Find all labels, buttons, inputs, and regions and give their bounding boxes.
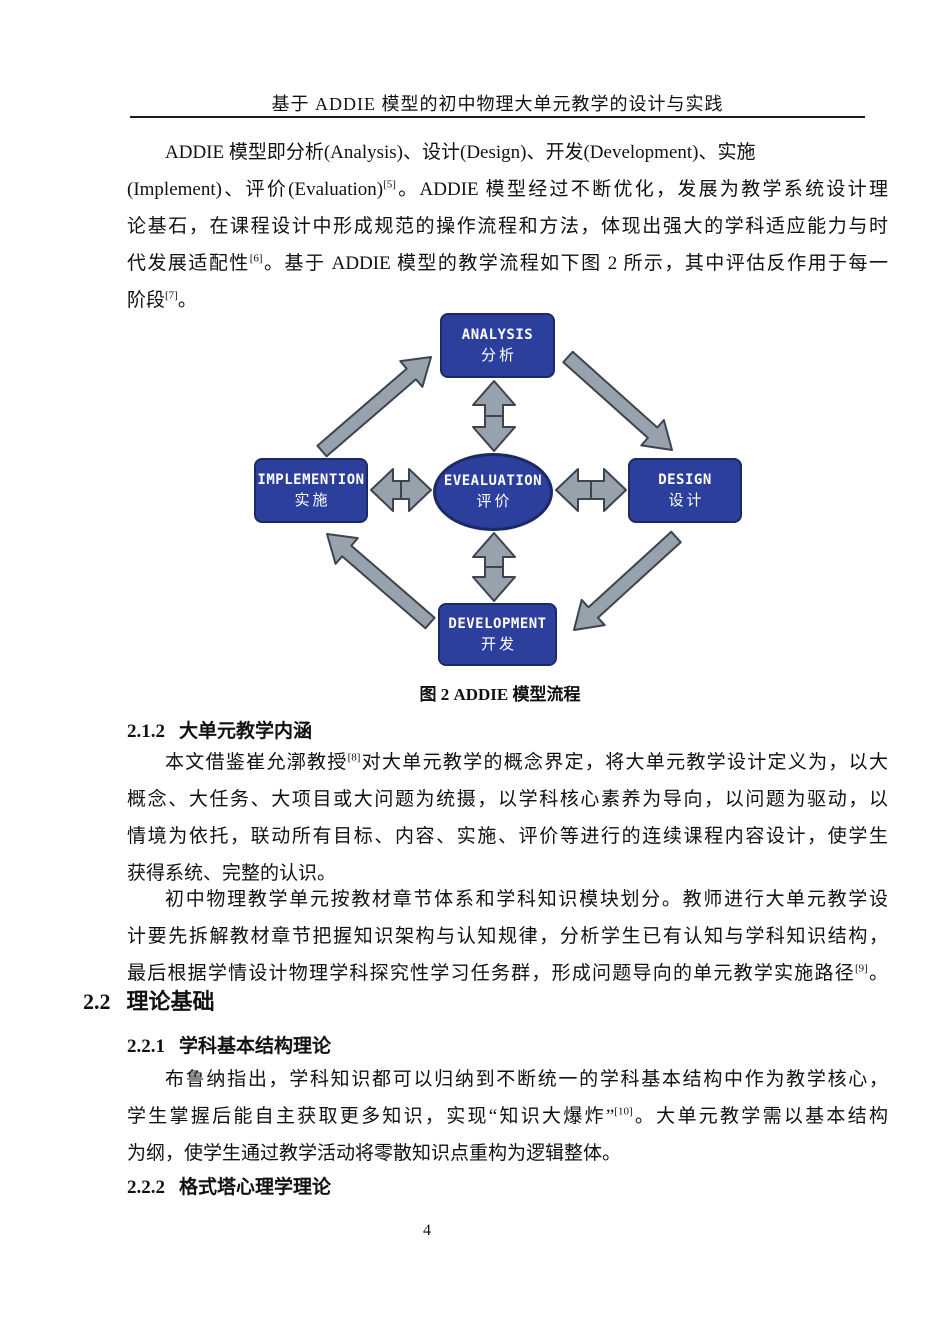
section-heading-2-2: 2.2 理论基础	[83, 984, 215, 1016]
page-number: 4	[423, 1222, 431, 1239]
diagram-node-implementation: IMPLEMENTION 实施	[254, 458, 368, 523]
body-line: 情境为依托，联动所有目标、内容、实施、评价等进行的连续课程内容设计，使学生	[127, 826, 888, 847]
body-line: 概念、大任务、大项目或大问题为统摄，以学科核心素养为导向，以问题为驱动，以	[127, 789, 888, 810]
node-label-zh: 设计	[668, 491, 705, 509]
diagram-node-evaluation: EVEALUATION 评价	[433, 453, 553, 531]
body-line: ADDIE 模型即分析(Analysis)、设计(Design)、开发(Deve…	[165, 142, 756, 163]
addie-diagram: ANALYSIS 分析 IMPLEMENTION 实施 DESIGN 设计 DE…	[250, 305, 750, 675]
body-paragraph-4: 布鲁纳指出，学科知识都可以归纳到不断统一的学科基本结构中作为教学核心， 学生掌握…	[127, 1061, 888, 1172]
body-line: 获得系统、完整的认识。	[127, 863, 337, 884]
body-line: 学生掌握后能自主获取更多知识，实现“知识大爆炸”[10]。大单元教学需以基本结构	[127, 1105, 888, 1127]
running-head-title: 基于 ADDIE 模型的初中物理大单元教学的设计与实践	[271, 94, 724, 114]
heading-text: 格式塔心理学理论	[179, 1177, 332, 1198]
double-arrow-analysis-evaluation-down	[472, 415, 516, 452]
diagram-node-development: DEVELOPMENT 开发	[438, 603, 557, 666]
node-label-en: EVEALUATION	[443, 473, 543, 489]
heading-text: 学科基本结构理论	[179, 1036, 332, 1057]
node-label-zh: 分析	[480, 346, 517, 364]
double-arrow-analysis-evaluation-up	[472, 380, 516, 417]
double-arrow-evaluation-design-left	[555, 468, 592, 512]
body-line: (Implement)、评价(Evaluation)[5]。ADDIE 模型经过…	[127, 178, 888, 200]
body-line: 本文借鉴崔允漷教授[8]对大单元教学的概念界定，将大单元教学设计定义为，以大	[165, 751, 888, 773]
body-line: 为纲，使学生通过教学活动将零散知识点重构为逻辑整体。	[127, 1143, 622, 1164]
diagram-node-analysis: ANALYSIS 分析	[440, 313, 555, 378]
body-line: 阶段[7]。	[127, 289, 197, 311]
header-rule	[130, 116, 865, 118]
diagram-arrows	[316, 350, 682, 631]
double-arrow-evaluation-development-down	[472, 566, 516, 602]
diagram-node-design: DESIGN 设计	[628, 458, 742, 523]
body-line: 论基石，在课程设计中形成规范的操作流程和方法，体现出强大的学科适应能力与时	[127, 216, 888, 237]
node-label-zh: 开发	[480, 635, 517, 653]
node-label-en: DEVELOPMENT	[448, 615, 547, 632]
body-paragraph-2: 本文借鉴崔允漷教授[8]对大单元教学的概念界定，将大单元教学设计定义为，以大 概…	[127, 744, 888, 892]
double-arrow-evaluation-design-right	[590, 468, 627, 512]
body-line: 计要先拆解教材章节把握知识架构与认知规律，分析学生已有认知与学科知识结构，	[127, 926, 888, 947]
body-line: 布鲁纳指出，学科知识都可以归纳到不断统一的学科基本结构中作为教学核心，	[165, 1069, 888, 1090]
arrow-implementation-to-analysis	[316, 356, 432, 458]
figure-caption: 图 2 ADDIE 模型流程	[419, 685, 581, 704]
node-label-zh: 评价	[476, 493, 513, 510]
node-label-zh: 实施	[294, 491, 331, 509]
body-paragraph-1: ADDIE 模型即分析(Analysis)、设计(Design)、开发(Deve…	[127, 134, 888, 319]
arrow-design-to-development	[573, 530, 682, 631]
heading-text: 理论基础	[126, 989, 215, 1014]
arrow-analysis-to-design	[562, 350, 673, 451]
heading-number: 2.2	[83, 989, 111, 1014]
body-line: 代发展适配性[6]。基于 ADDIE 模型的教学流程如下图 2 所示，其中评估反…	[127, 252, 888, 274]
body-paragraph-3: 初中物理教学单元按教材章节体系和学科知识模块划分。教师进行大单元教学设 计要先拆…	[127, 881, 888, 992]
node-label-en: IMPLEMENTION	[257, 471, 365, 488]
double-arrow-implementation-evaluation-left	[370, 468, 402, 512]
heading-text: 大单元教学内涵	[179, 721, 313, 742]
heading-number: 2.2.1	[127, 1036, 165, 1057]
section-heading-2-1-2: 2.1.2 大单元教学内涵	[127, 716, 888, 743]
arrow-development-to-implementation	[326, 533, 436, 630]
section-heading-2-2-1: 2.2.1 学科基本结构理论	[127, 1031, 888, 1058]
body-line: 初中物理教学单元按教材章节体系和学科知识模块划分。教师进行大单元教学设	[165, 889, 888, 910]
double-arrow-implementation-evaluation-right	[400, 468, 432, 512]
body-line: 最后根据学情设计物理学科探究性学习任务群，形成问题导向的单元教学实施路径[9]。	[127, 962, 888, 984]
node-label-en: DESIGN	[658, 471, 712, 488]
heading-number: 2.2.2	[127, 1177, 165, 1198]
heading-number: 2.1.2	[127, 721, 165, 742]
section-heading-2-2-2: 2.2.2 格式塔心理学理论	[127, 1172, 888, 1199]
node-label-en: ANALYSIS	[461, 326, 534, 343]
double-arrow-evaluation-development-up	[472, 532, 516, 568]
